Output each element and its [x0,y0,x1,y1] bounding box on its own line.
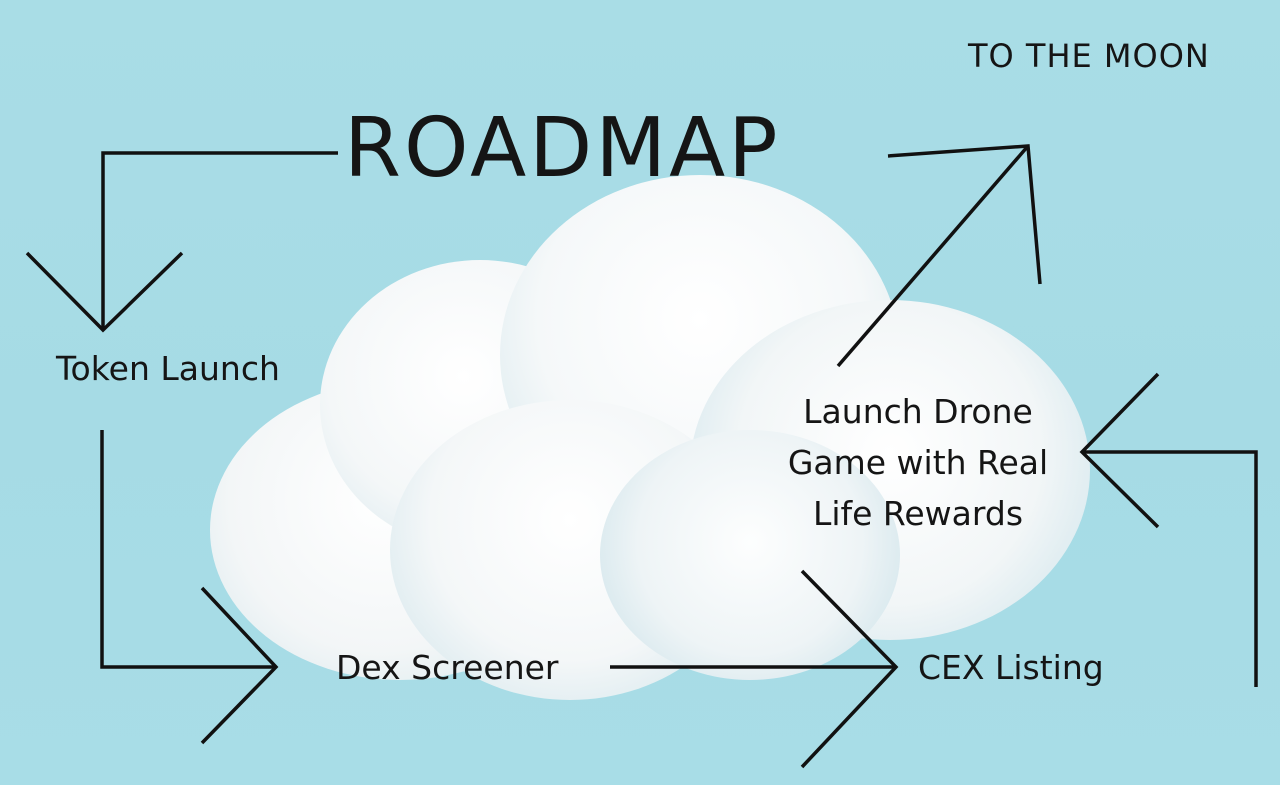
arrow-head-to-the-moon [887,144,1042,285]
step-drone-game-line: Launch Drone [803,392,1033,431]
arrow-head-cex-listing [800,569,899,769]
arrow-head-token-launch [25,251,184,333]
step-drone-game: Launch Drone Game with Real Life Rewards [748,386,1088,539]
step-cex-listing: CEX Listing [918,648,1104,687]
step-token-launch: Token Launch [56,349,280,388]
step-drone-game-line: Life Rewards [812,494,1024,533]
tagline: TO THE MOON [968,37,1210,75]
page-title: ROADMAP [344,101,781,196]
arrow-to-the-moon [836,144,1030,368]
step-drone-game-line: Game with Real [787,443,1049,482]
arrow-head-dex-screener [200,586,279,745]
step-dex-screener: Dex Screener [336,648,559,687]
arrow-to-drone-game [1082,450,1258,687]
arrow-to-dex-screener [100,430,276,669]
arrow-head-drone-game [1079,372,1160,529]
arrow-to-token-launch [101,151,338,330]
